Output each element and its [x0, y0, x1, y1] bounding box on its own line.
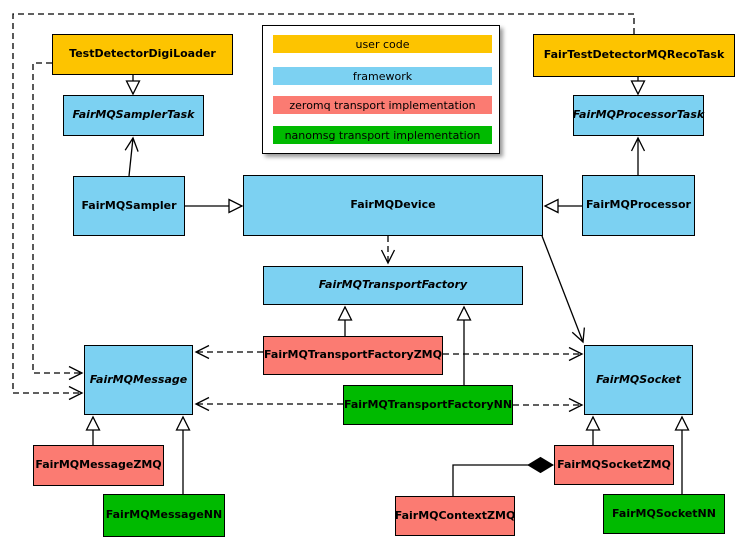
edge-dep-digiloader-message	[32, 62, 84, 381]
node-fairmqmessagezmq: FairMQMessageZMQ	[33, 445, 164, 486]
edge-comp-contextzmq-socketzmq	[452, 456, 554, 496]
edge-assoc-sampler-samplertask	[124, 136, 139, 177]
node-fairmqtransportfactorynn: FairMQTransportFactoryNN	[343, 385, 513, 425]
legend-item-framework: framework	[273, 67, 492, 85]
node-fairmqsocket: FairMQSocket	[584, 345, 693, 415]
node-fairmqdevice: FairMQDevice	[243, 175, 543, 236]
node-fairmqcontextzmq: FairMQContextZMQ	[395, 496, 515, 536]
legend: user code framework zeromq transport imp…	[262, 25, 500, 154]
node-fairmqprocessortask: FairMQProcessorTask	[573, 95, 704, 136]
node-fairmqprocessor: FairMQProcessor	[582, 175, 695, 236]
edge-dep-recotask-message	[12, 13, 635, 401]
node-fairmqsocketzmq: FairMQSocketZMQ	[554, 445, 674, 485]
node-fairmqmessagenn: FairMQMessageNN	[103, 494, 225, 537]
node-fairtestdetectormqrecotask: FairTestDetectorMQRecoTask	[533, 34, 735, 77]
node-fairmqsocketnn: FairMQSocketNN	[603, 494, 725, 534]
node-fairmqtransportfactory: FairMQTransportFactory	[263, 266, 523, 305]
node-testdetectordigiloader: TestDetectorDigiLoader	[52, 34, 233, 75]
legend-item-nanomsg: nanomsg transport implementation	[273, 126, 492, 144]
node-fairmqmessage: FairMQMessage	[84, 345, 193, 415]
node-fairmqsampler: FairMQSampler	[73, 176, 185, 236]
node-fairmqsamplertask: FairMQSamplerTask	[63, 95, 204, 136]
node-fairmqtransportfactoryzmq: FairMQTransportFactoryZMQ	[263, 336, 443, 375]
legend-item-user-code: user code	[273, 35, 492, 53]
legend-item-zeromq: zeromq transport implementation	[273, 96, 492, 114]
edge-assoc-device-socket	[541, 235, 586, 344]
